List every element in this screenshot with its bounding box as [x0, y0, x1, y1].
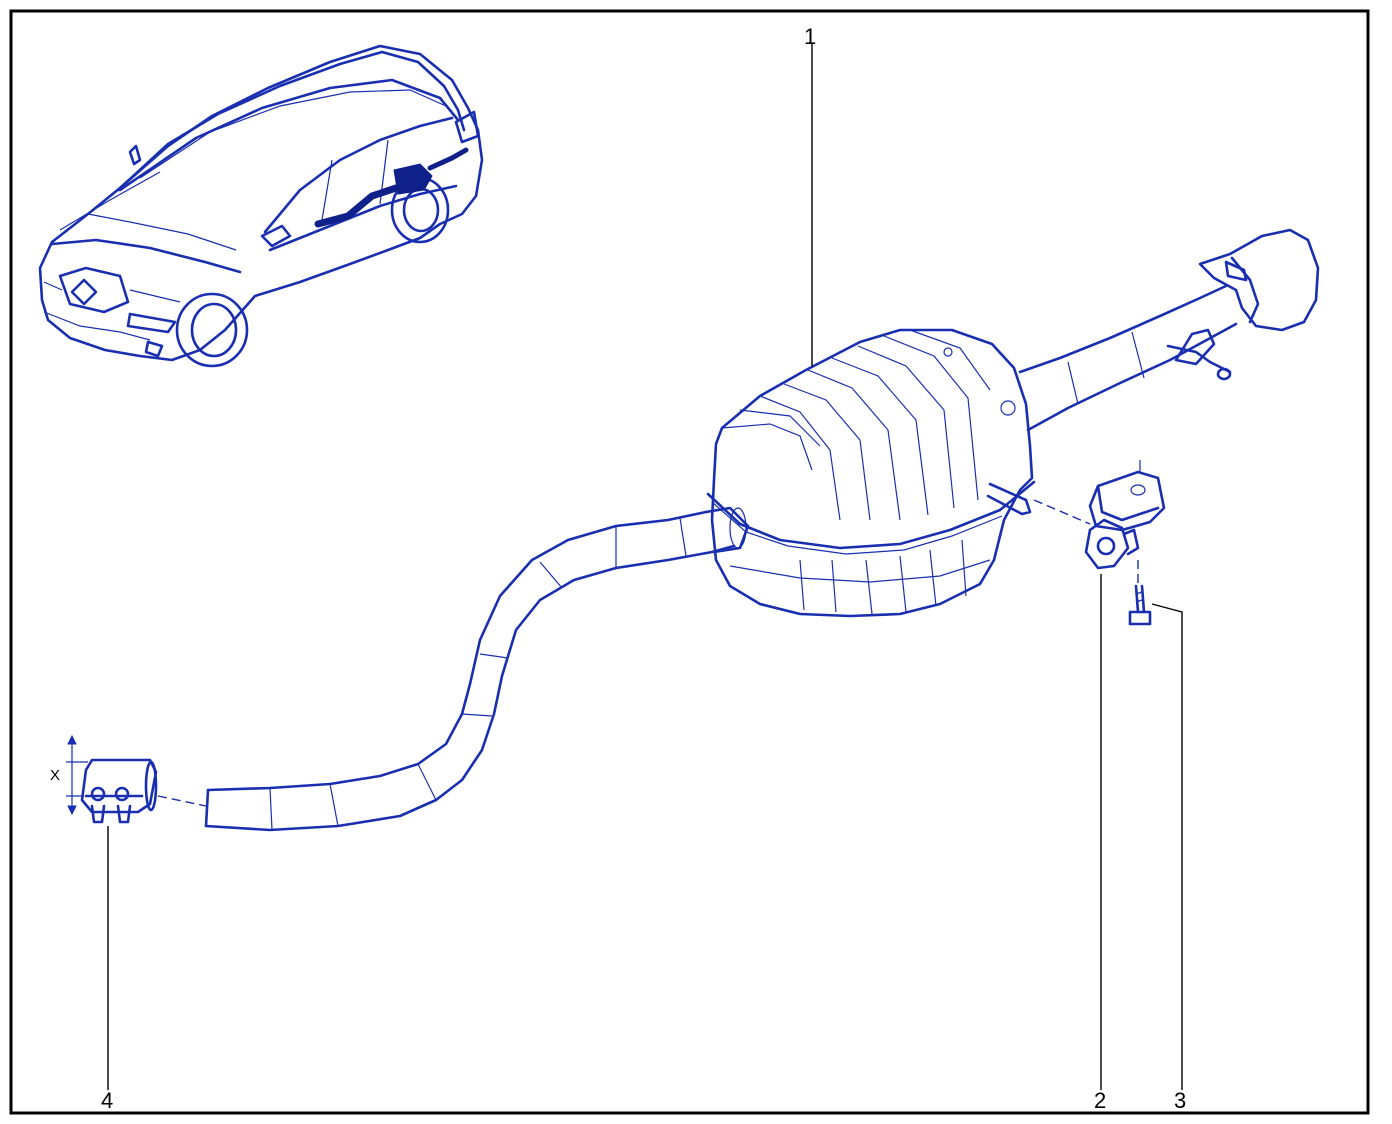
mounting-bracket	[1084, 460, 1166, 570]
assembly-line-clamp	[157, 795, 207, 807]
bolt	[1128, 584, 1152, 626]
callout-3: 3	[1174, 1088, 1186, 1113]
leader-3	[1151, 603, 1183, 1090]
intermediate-pipe	[204, 506, 750, 832]
callout-4: 4	[101, 1088, 113, 1113]
pipe-clamp	[66, 734, 158, 824]
tail-pipe	[1018, 228, 1320, 432]
frame-border	[9, 9, 1370, 1115]
assembly-line-bracket	[1033, 499, 1091, 525]
rear-muffler	[706, 328, 1036, 618]
car-illustration	[38, 44, 484, 368]
callout-1: 1	[804, 24, 816, 49]
dimension-label-x: X	[50, 767, 60, 784]
callout-2: 2	[1094, 1088, 1106, 1113]
